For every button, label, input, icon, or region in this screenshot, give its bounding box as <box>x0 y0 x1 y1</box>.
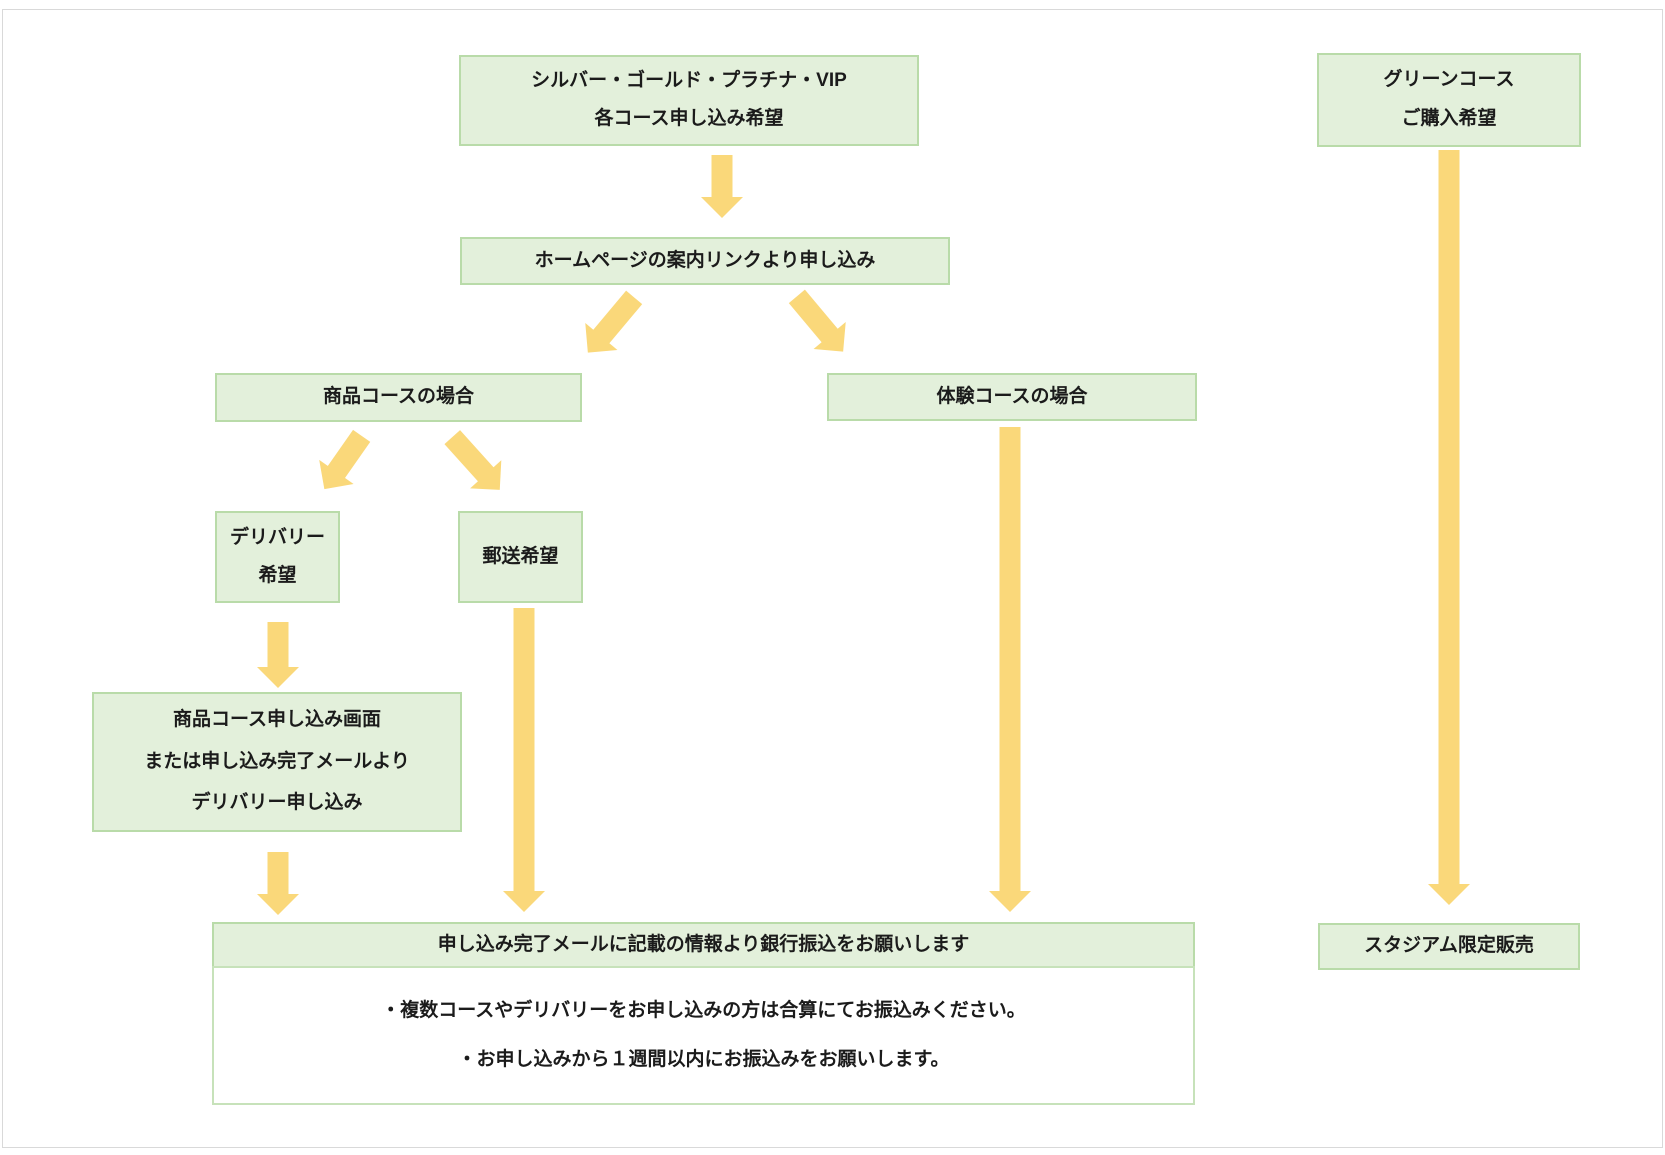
arrow-down-right-icon <box>781 283 860 366</box>
arrow-down-icon <box>257 852 299 915</box>
arrow-down-icon <box>503 608 545 912</box>
note-line: ・お申し込みから１週間以内にお振込みをお願いします。 <box>457 1048 950 1070</box>
arrow-down-right-icon <box>437 423 516 504</box>
node-line: デリバリー <box>229 526 325 548</box>
node-mail: 郵送希望 <box>458 511 583 603</box>
node-bank-transfer-header: 申し込み完了メールに記載の情報より銀行振込をお願いします <box>212 922 1195 968</box>
arrow-down-icon <box>257 622 299 688</box>
node-courses: シルバー・ゴールド・プラチナ・VIP 各コース申し込み希望 <box>459 55 919 146</box>
node-line: 申し込み完了メールに記載の情報より銀行振込をお願いします <box>437 933 970 955</box>
node-line: 各コース申し込み希望 <box>594 107 784 129</box>
node-stadium-sale: スタジアム限定販売 <box>1318 923 1580 970</box>
arrow-down-left-icon <box>307 424 379 502</box>
node-delivery: デリバリー 希望 <box>215 511 340 603</box>
node-delivery-screen: 商品コース申し込み画面 または申し込み完了メールより デリバリー申し込み <box>92 692 462 832</box>
node-line: 郵送希望 <box>482 545 559 567</box>
note-line: ・複数コースやデリバリーをお申し込みの方は合算にてお振込みください。 <box>381 999 1026 1021</box>
node-homepage: ホームページの案内リンクより申し込み <box>460 237 950 285</box>
node-line: グリーンコース <box>1383 69 1515 91</box>
node-line: シルバー・ゴールド・プラチナ・VIP <box>531 70 847 92</box>
node-product-case: 商品コースの場合 <box>215 373 582 422</box>
node-bank-transfer-notes: ・複数コースやデリバリーをお申し込みの方は合算にてお振込みください。 ・お申し込… <box>212 966 1195 1105</box>
node-line: 商品コース申し込み画面 <box>172 709 382 731</box>
node-line: ご購入希望 <box>1401 108 1497 130</box>
node-line: デリバリー申し込み <box>191 791 363 813</box>
arrow-down-icon <box>1428 150 1470 905</box>
arrow-down-left-icon <box>571 284 650 367</box>
node-line: ホームページの案内リンクより申し込み <box>534 249 876 271</box>
node-line: または申し込み完了メールより <box>144 750 410 772</box>
arrow-down-icon <box>989 427 1031 912</box>
node-line: 体験コースの場合 <box>936 385 1088 407</box>
node-trial-case: 体験コースの場合 <box>827 373 1197 421</box>
node-green-course: グリーンコース ご購入希望 <box>1317 53 1581 147</box>
arrow-down-icon <box>701 155 743 218</box>
node-line: 希望 <box>258 564 297 586</box>
node-line: 商品コースの場合 <box>322 386 475 408</box>
node-line: スタジアム限定販売 <box>1364 935 1534 957</box>
